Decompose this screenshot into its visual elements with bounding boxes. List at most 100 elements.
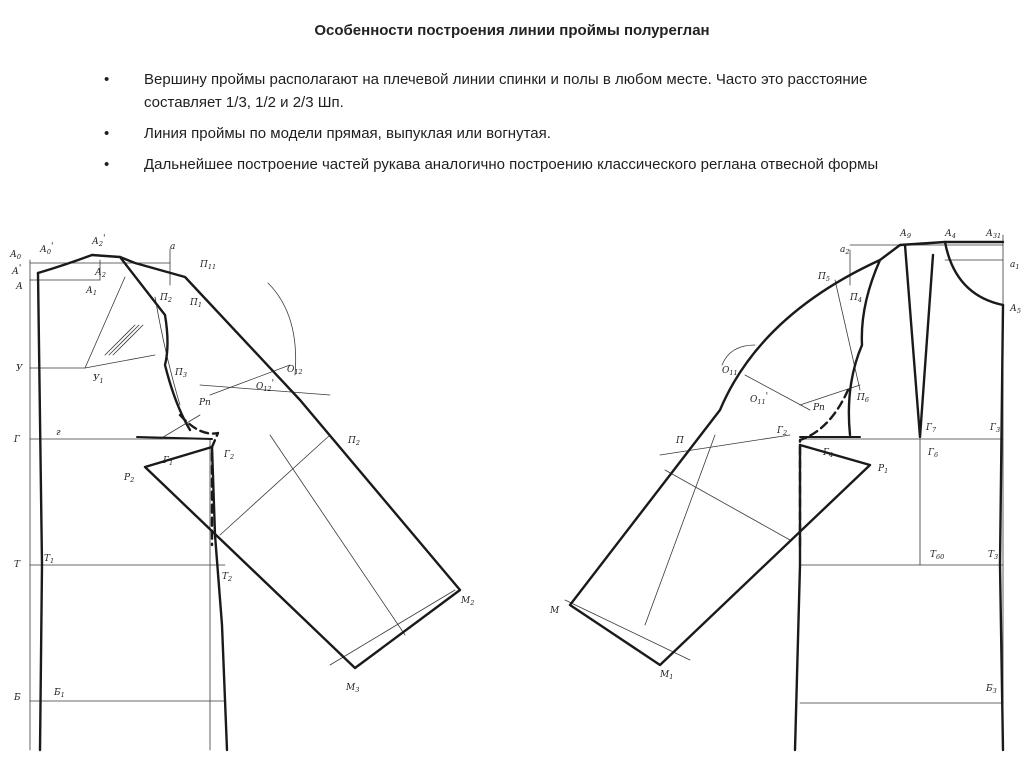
- label-A: А: [15, 282, 23, 292]
- label-P-front: П: [675, 436, 684, 446]
- label-G4: Г4: [822, 448, 833, 459]
- back-pattern: А0 А0' А2' а А' А А2 А1 П11 П2 П1 У У1 П…: [9, 234, 474, 752]
- pattern-drawing-svg: А0 А0' А2' а А' А А2 А1 П11 П2 П1 У У1 П…: [9, 229, 1021, 752]
- back-underarm-line: [136, 436, 213, 440]
- label-U: У: [16, 364, 24, 374]
- label-A1: А1: [85, 286, 97, 297]
- label-U1: У1: [93, 374, 104, 385]
- label-G1: Г1: [162, 456, 173, 467]
- label-R2: Р2: [123, 473, 134, 484]
- label-P2-sleeve: П2: [347, 436, 360, 447]
- label-T3: Т3: [988, 550, 998, 561]
- front-armhole-curve: [847, 258, 882, 437]
- front-pattern: А9 А4 А31 а2 а1 П5 П4 А5 О11 О11' П6 Рп …: [549, 229, 1021, 752]
- label-M1: М1: [659, 670, 673, 681]
- label-O11-prime: О11': [750, 392, 768, 406]
- label-P6: П6: [856, 393, 869, 404]
- label-G2-front: Г2: [776, 426, 787, 437]
- label-Rp-front: Рп: [812, 403, 825, 413]
- label-A31: А31: [985, 229, 1001, 240]
- back-labels: А0 А0' А2' а А' А А2 А1 П11 П2 П1 У У1 П…: [9, 234, 474, 703]
- label-A-prime: А': [11, 264, 21, 277]
- slide-title: Особенности построения линии проймы полу…: [314, 22, 710, 39]
- back-construction-lines: [29, 248, 456, 751]
- label-T: Т: [14, 560, 21, 570]
- back-neck-curve: [36, 253, 94, 275]
- back-underarm-guide: [159, 414, 201, 440]
- label-T1: Т1: [44, 554, 54, 565]
- front-dart: [903, 243, 935, 439]
- front-sleeve-bicep: [659, 434, 791, 456]
- label-G2: Г2: [223, 450, 234, 461]
- front-neck-curve: [943, 240, 1005, 307]
- label-Rp: Рп: [198, 398, 211, 408]
- back-o12-guide: [209, 364, 291, 396]
- back-dart-guide-2: [84, 354, 156, 369]
- front-armhole-guide: [834, 279, 861, 391]
- back-sleeve-outline: [118, 255, 462, 670]
- label-O12-prime: О12': [256, 379, 274, 393]
- front-sleeve-elbow: [664, 469, 791, 541]
- label-B: Б: [13, 693, 21, 703]
- back-dashed-curve: [178, 413, 220, 547]
- front-dashed-underarm: [798, 388, 850, 552]
- label-G6: Г6: [927, 448, 938, 459]
- bullet-text-1: Вершину проймы располагают на плечевой л…: [144, 71, 868, 111]
- front-o11-guide: [744, 374, 811, 411]
- front-construction-lines: [564, 234, 1004, 751]
- back-sleeve-arc-guide: [267, 282, 297, 376]
- back-sleeve-bicep: [199, 384, 331, 396]
- label-B1: Б1: [53, 688, 65, 699]
- front-sleeve-axis: [644, 434, 716, 626]
- label-M3: М3: [345, 683, 359, 694]
- label-B3: Б3: [985, 684, 997, 695]
- label-P1: П1: [189, 298, 202, 309]
- label-P5: П5: [817, 272, 830, 283]
- label-P4: П4: [849, 293, 862, 304]
- pattern-drawing: А0 А0' А2' а А' А А2 А1 П11 П2 П1 У У1 П…: [0, 205, 1024, 767]
- bullet-item-3: • Дальнейшее построение частей рукава ан…: [104, 153, 924, 176]
- bullet-dot: •: [104, 125, 110, 142]
- label-A9: А9: [899, 229, 911, 240]
- label-a: а: [170, 242, 175, 252]
- back-contour: [36, 253, 462, 752]
- back-side-seam: [210, 445, 229, 752]
- back-dart-hatch-3: [112, 324, 144, 356]
- back-sleeve-elbow: [219, 434, 331, 536]
- front-shoulder-top: [898, 240, 1005, 247]
- back-dart-hatch-2: [108, 324, 140, 356]
- back-centre-seam: [36, 271, 44, 752]
- label-P3: П3: [174, 368, 187, 379]
- label-O12: О12: [287, 365, 303, 376]
- front-sleeve-hem-guide: [564, 599, 691, 661]
- label-A0: А0: [9, 250, 21, 261]
- back-armhole-curve: [90, 253, 192, 432]
- label-A5: А5: [1009, 304, 1021, 315]
- bullet-list: • Вершину проймы располагают на плечевой…: [104, 68, 924, 184]
- back-sleeve-hem-guide: [329, 589, 456, 666]
- label-A4: А4: [944, 229, 956, 240]
- front-centre-seam: [998, 303, 1005, 752]
- label-M: М: [549, 606, 560, 616]
- front-labels: А9 А4 А31 а2 а1 П5 П4 А5 О11 О11' П6 Рп …: [549, 229, 1021, 695]
- label-P11: П11: [199, 260, 216, 271]
- label-G: Г: [13, 435, 21, 445]
- back-dashed-underarm: [178, 413, 220, 547]
- bullet-text-3: Дальнейшее построение частей рукава анал…: [144, 156, 879, 173]
- label-r: г: [56, 428, 61, 438]
- label-T60: Т60: [930, 550, 944, 561]
- front-sleeve-arc-guide: [721, 344, 756, 366]
- bullet-text-2: Линия проймы по модели прямая, выпуклая …: [144, 125, 551, 142]
- label-G3: Г3: [989, 423, 1000, 434]
- bullet-dot: •: [104, 156, 110, 173]
- label-R1: Р1: [877, 464, 888, 475]
- front-dashed-curve: [798, 388, 850, 552]
- label-a2: а2: [840, 245, 850, 256]
- label-G7: Г7: [925, 423, 937, 434]
- label-A0-prime: А0': [39, 242, 53, 256]
- front-sleeve-outline: [568, 243, 902, 667]
- back-sleeve-axis: [269, 434, 406, 636]
- bullet-item-2: • Линия проймы по модели прямая, выпукла…: [104, 122, 924, 145]
- label-M2: М2: [460, 596, 474, 607]
- front-contour: [568, 240, 1005, 752]
